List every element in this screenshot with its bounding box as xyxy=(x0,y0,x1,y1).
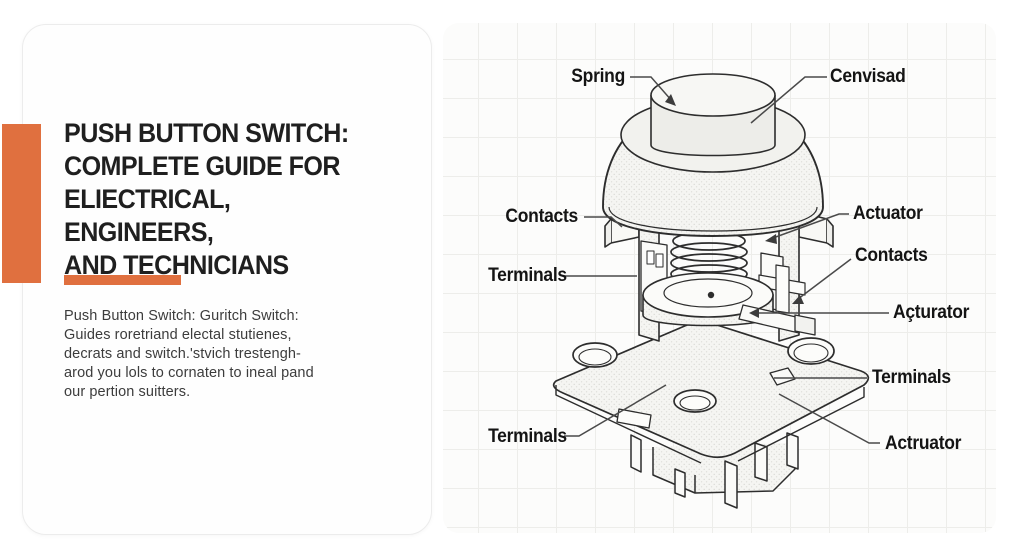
title-line-3: ELIECTRICAL, ENGINEERS, xyxy=(64,184,231,247)
button-cap xyxy=(602,73,824,237)
label-actuator-top-right: Actuator xyxy=(853,203,923,224)
label-terminals-right: Terminals xyxy=(872,367,951,388)
label-terminals-left: Terminals xyxy=(488,265,567,286)
label-acturator-right: Açturator xyxy=(893,302,970,323)
accent-bar xyxy=(2,124,41,283)
title-underline xyxy=(64,275,181,285)
label-contacts-right: Contacts xyxy=(855,245,928,266)
label-terminals-bottom-left: Terminals xyxy=(488,426,567,447)
label-spring: Spring xyxy=(571,66,625,87)
paragraph-line: our pertion suitters. xyxy=(64,384,191,400)
paragraph-line: decrats and switch.'stvich trestengh- xyxy=(64,346,301,362)
terminal-pins xyxy=(630,432,799,509)
intro-paragraph: Push Button Switch: Guritch Switch: Guid… xyxy=(64,307,354,402)
paragraph-line: Guides roretriand electal stutienes, xyxy=(64,327,292,343)
page-title: PUSH BUTTON SWITCH: COMPLETE GUIDE FOR E… xyxy=(64,117,380,282)
switch-diagram xyxy=(552,73,889,509)
diagram-panel: Spring Cenvisad Contacts Actuator Contac… xyxy=(443,23,996,533)
mounting-flange xyxy=(552,321,870,464)
label-contacts-left: Contacts xyxy=(505,206,578,227)
paragraph-line: arod you lols to cornaten to ineal pand xyxy=(64,365,314,381)
paragraph-line: Push Button Switch: Guritch Switch: xyxy=(64,308,299,324)
title-line-2: COMPLETE GUIDE FOR xyxy=(64,151,341,181)
label-cenvisad: Cenvisad xyxy=(830,66,906,87)
title-card: PUSH BUTTON SWITCH: COMPLETE GUIDE FOR E… xyxy=(22,24,432,535)
label-actruator-bottom-right: Actruator xyxy=(885,433,962,454)
title-line-1: PUSH BUTTON SWITCH: xyxy=(64,118,349,148)
leader-lines xyxy=(564,76,889,444)
